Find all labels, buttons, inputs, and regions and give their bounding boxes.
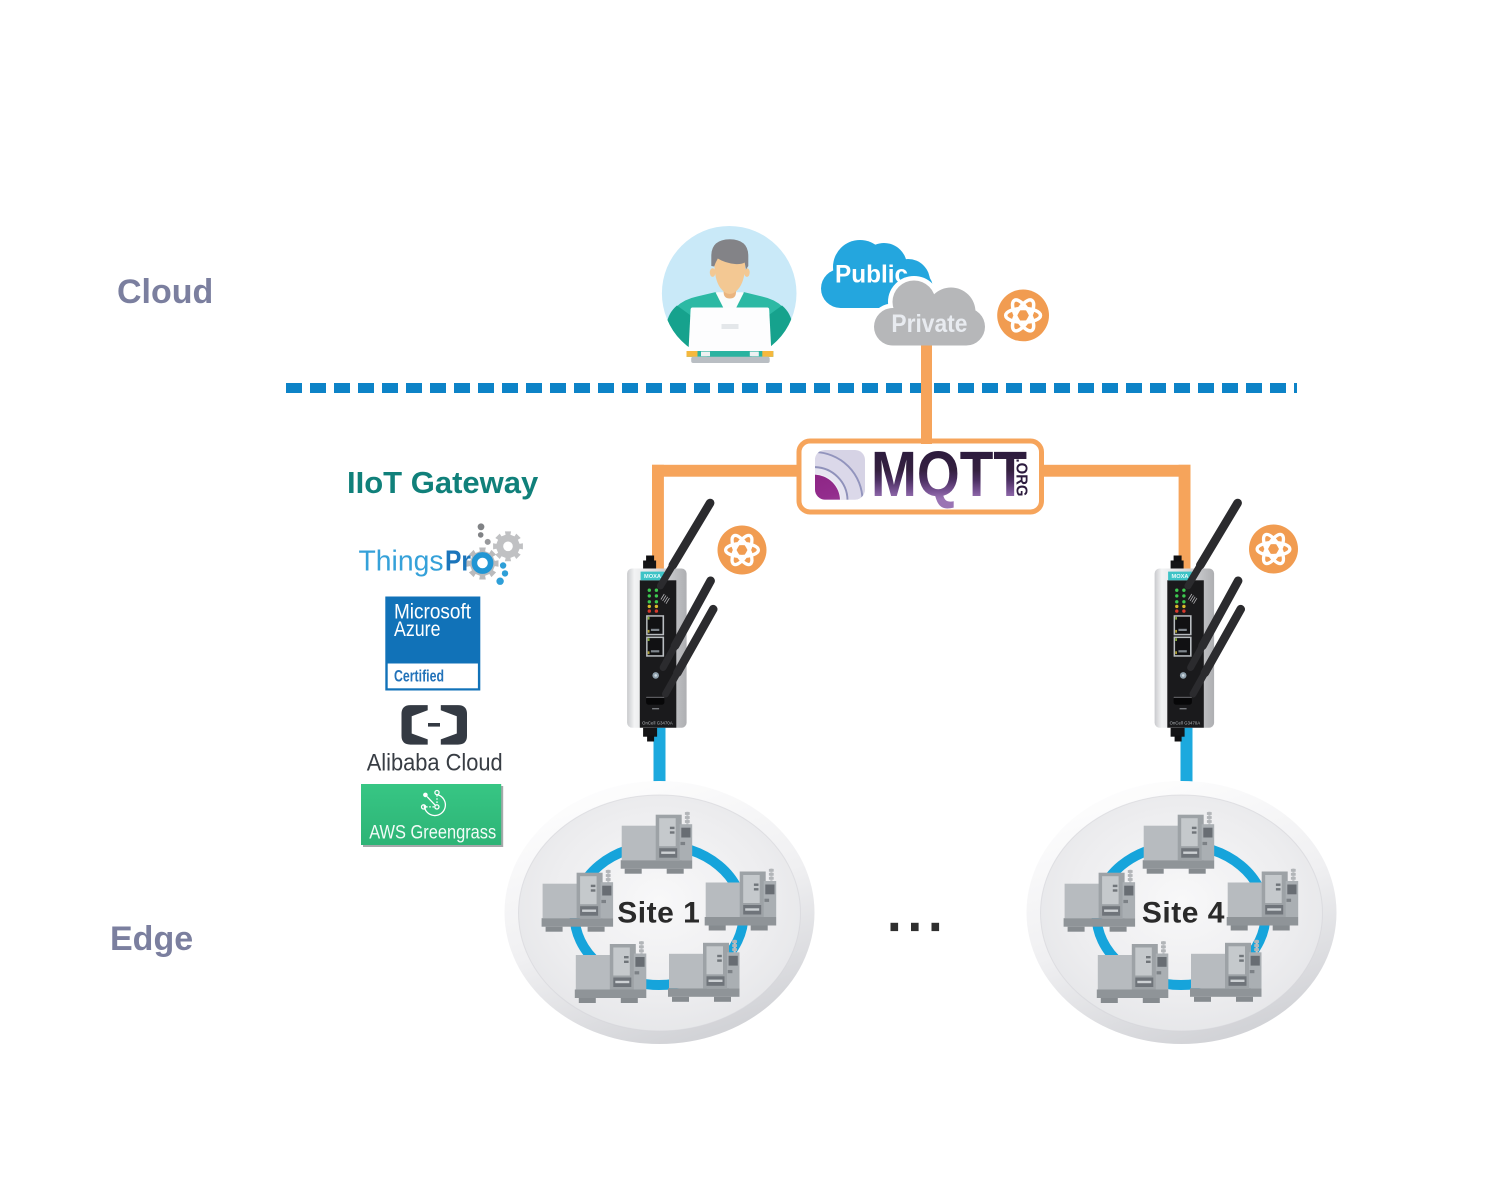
svg-text:MOXA: MOXA	[644, 574, 661, 580]
svg-text:OnCell G3470A: OnCell G3470A	[1170, 721, 1201, 726]
svg-text:Azure: Azure	[394, 618, 441, 641]
svg-text:MOXA: MOXA	[1172, 574, 1189, 580]
svg-text:.ORG: .ORG	[1013, 459, 1030, 497]
svg-text:MQTT: MQTT	[871, 438, 1027, 510]
svg-text:Things: Things	[359, 546, 444, 578]
svg-text:Certified: Certified	[394, 668, 444, 686]
svg-text:Private: Private	[891, 310, 967, 338]
svg-text:Cloud: Cloud	[117, 273, 213, 311]
svg-text:IIoT Gateway: IIoT Gateway	[347, 465, 539, 500]
svg-text:AWS Greengrass: AWS Greengrass	[369, 823, 496, 844]
svg-text:Microsoft: Microsoft	[394, 601, 471, 624]
svg-text:Edge: Edge	[110, 920, 193, 958]
svg-text:Site 1: Site 1	[617, 897, 700, 930]
svg-text:Site 4: Site 4	[1142, 897, 1225, 930]
svg-text:OnCell G3470A: OnCell G3470A	[642, 721, 673, 726]
svg-text:Alibaba Cloud: Alibaba Cloud	[367, 750, 503, 777]
